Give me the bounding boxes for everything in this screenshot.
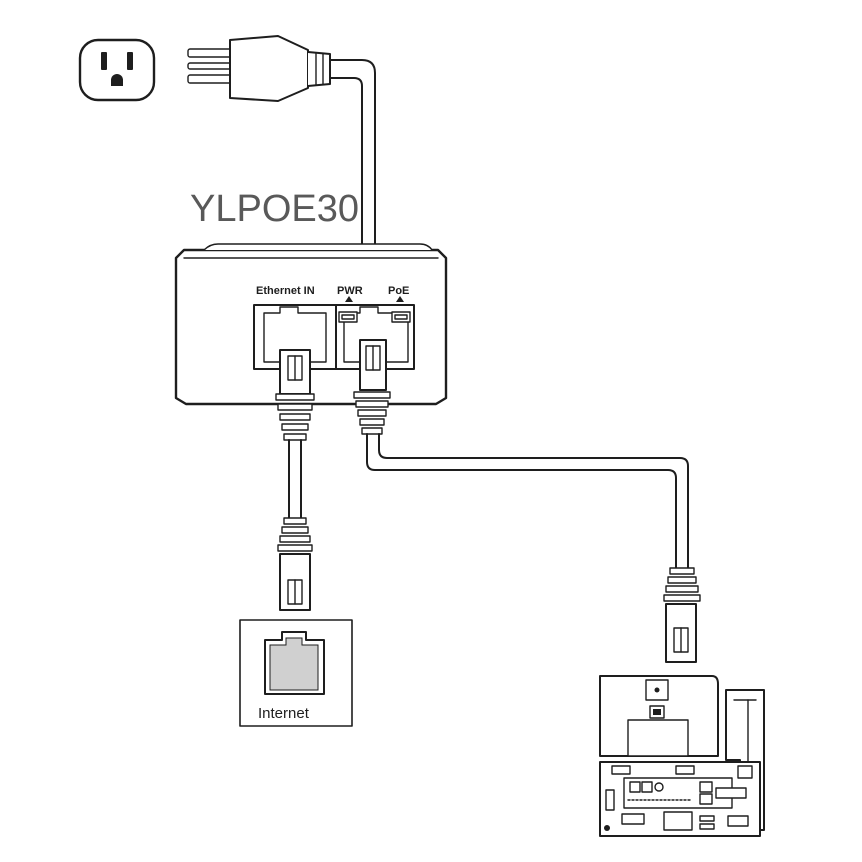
internet-wall-jack: Internet [239, 619, 353, 727]
ip-phone-icon [599, 675, 765, 837]
device-model-label: YLPOE30 [190, 188, 359, 230]
poe-out-cable [353, 339, 701, 663]
poe-indicator-arrow [396, 296, 404, 302]
power-plug-icon [187, 35, 331, 102]
rj45-plug-icon [279, 349, 311, 395]
rj45-plug-icon [359, 339, 387, 391]
poe-label: PoE [388, 285, 409, 297]
rj45-plug-icon [665, 603, 697, 663]
ethernet-in-port [253, 304, 337, 370]
power-outlet-icon [78, 38, 156, 102]
rj45-plug-icon [279, 553, 311, 611]
ethernet-in-label: Ethernet IN [256, 285, 315, 297]
pwr-indicator-arrow [345, 296, 353, 302]
ethernet-in-cable [275, 349, 315, 611]
internet-label: Internet [258, 705, 310, 722]
power-cord [329, 59, 376, 249]
pwr-label: PWR [337, 285, 363, 297]
